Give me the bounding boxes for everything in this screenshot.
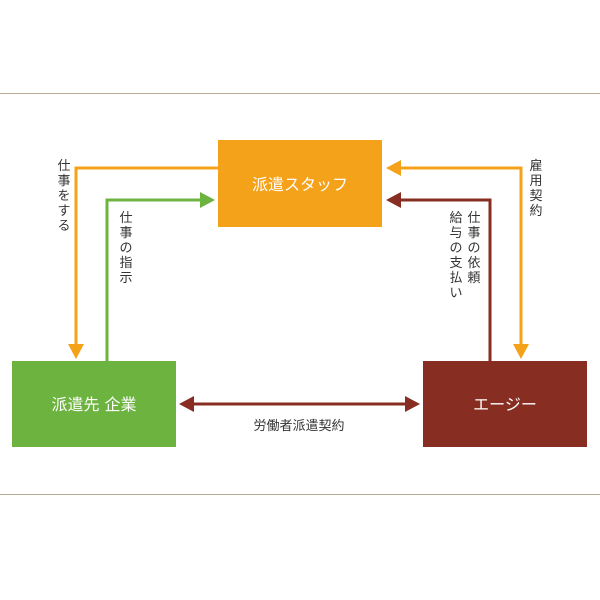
bottom-divider xyxy=(0,494,600,495)
node-client: 派遣先 企業 xyxy=(12,361,176,447)
edge-employment-label: 雇用契約 xyxy=(529,158,542,219)
edge-dispatch: 労働者派遣契約 xyxy=(179,396,420,434)
edge-work-arrowhead xyxy=(68,344,84,359)
edge-employment-line xyxy=(398,166,523,348)
edge-employment-arrowhead-staff xyxy=(386,160,401,176)
edge-dispatch-arrowhead-right xyxy=(405,396,420,412)
edge-work: 仕事をする xyxy=(57,159,218,359)
node-agency-label: エージー xyxy=(473,395,537,414)
node-client-box xyxy=(12,361,176,447)
edge-dispatch-arrowhead-left xyxy=(179,396,194,412)
edge-dispatch-label: 労働者派遣契約 xyxy=(253,419,344,434)
edge-request-label-line2: 給与の支払い xyxy=(449,211,462,301)
edge-request: 仕事の依頼 給与の支払い xyxy=(386,192,492,361)
node-staff-label: 派遣スタッフ xyxy=(252,175,348,194)
edge-employment-arrowhead-agency xyxy=(513,344,529,359)
edge-request-line xyxy=(398,198,492,361)
edge-instruction-arrowhead xyxy=(200,192,215,208)
edge-instruction-label: 仕事の指示 xyxy=(119,211,132,286)
edge-work-label: 仕事をする xyxy=(57,159,70,234)
edge-request-label-line1: 仕事の依頼 xyxy=(467,211,480,286)
node-client-label: 派遣先 企業 xyxy=(51,395,136,414)
node-staff: 派遣スタッフ xyxy=(218,140,382,227)
node-agency: エージー xyxy=(423,361,587,447)
edge-instruction-line xyxy=(105,198,204,361)
edge-instruction: 仕事の指示 xyxy=(105,192,215,361)
node-agency-box xyxy=(423,361,587,447)
node-staff-box xyxy=(218,140,382,227)
edge-work-line xyxy=(74,166,218,348)
edge-employment: 雇用契約 xyxy=(386,158,543,359)
edge-request-arrowhead xyxy=(386,192,401,208)
top-divider xyxy=(0,93,600,94)
